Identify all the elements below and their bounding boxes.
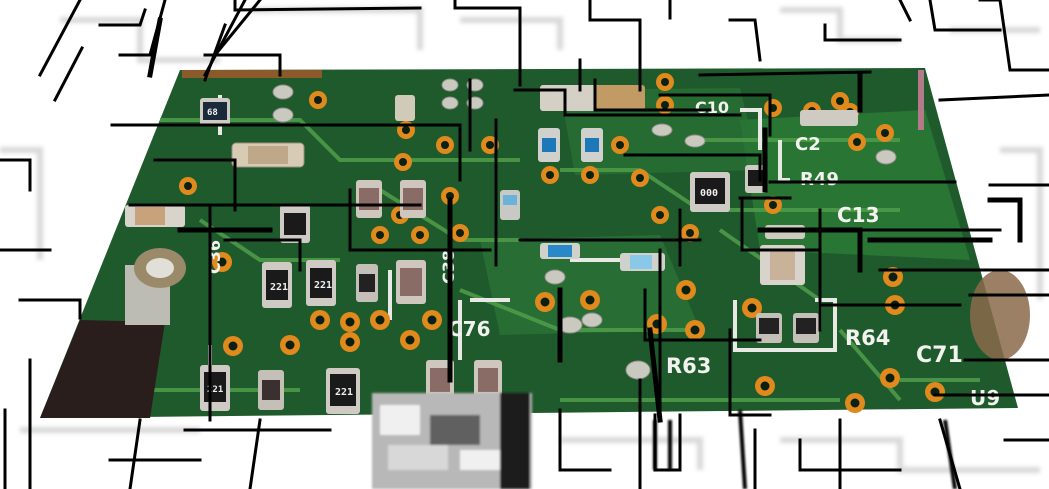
smd-capacitors: [125, 85, 858, 400]
copper-pour: [740, 110, 970, 260]
resistor-code: 68: [207, 108, 218, 118]
resistor-code: 221: [335, 387, 353, 398]
resistor-code: 221: [314, 280, 332, 291]
resistor-code: 000: [700, 188, 718, 199]
label-u9: U9: [970, 386, 1000, 410]
label-c76: C76: [448, 317, 491, 341]
label-c10: C10: [695, 98, 729, 117]
label-r49: R49: [800, 169, 839, 190]
label-c36: C36: [205, 240, 224, 274]
bottom-streaks: [653, 409, 957, 489]
via-pads: [179, 73, 945, 413]
label-r64: R64: [845, 326, 890, 350]
label-c71: C71: [916, 343, 963, 368]
edge-connector-right: [918, 70, 924, 130]
blue-components: [500, 128, 665, 271]
edge-connector-top: [182, 70, 322, 78]
label-c13: C13: [837, 203, 880, 227]
power-component: [40, 248, 186, 418]
round-component: [970, 270, 1030, 360]
bottom-grayscale-block: [372, 393, 532, 489]
smd-resistors: 221 221 221 221 000 68: [200, 98, 819, 414]
resistor-code: 221: [207, 385, 223, 395]
silkscreen-labels: C76 R63 R64 C71 C13 R49 C2 C10 U9 C36 C3…: [205, 98, 1000, 410]
resistor-code: 221: [270, 282, 288, 293]
label-c2: C2: [795, 134, 821, 155]
label-r63: R63: [666, 354, 711, 378]
